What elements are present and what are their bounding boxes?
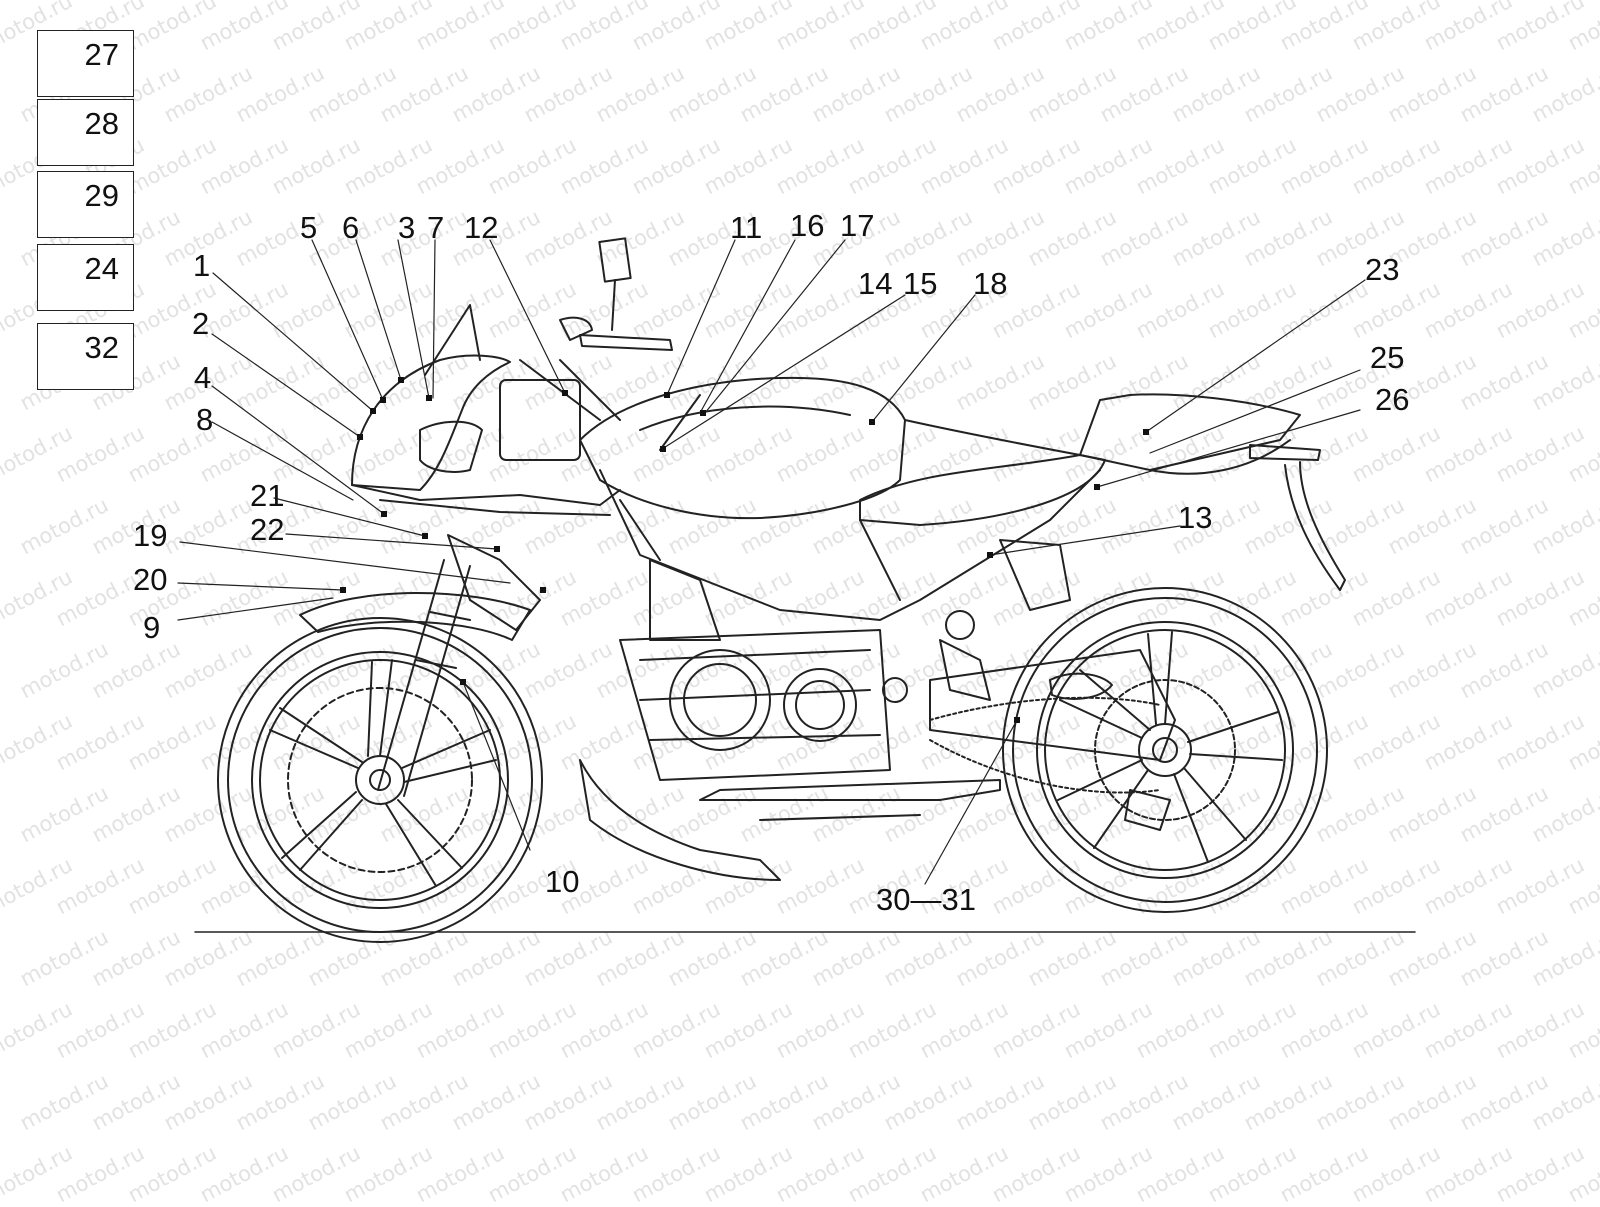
exhaust-belly-pan xyxy=(579,759,1001,881)
callout-12: 12 xyxy=(464,210,499,245)
rear-footpeg xyxy=(939,539,1071,701)
callout-13: 13 xyxy=(1178,500,1213,535)
callout-3: 3 xyxy=(398,210,416,245)
callout-18: 18 xyxy=(973,266,1008,301)
callout-30-31: 30—31 xyxy=(876,882,976,917)
callout-6: 6 xyxy=(342,210,360,245)
legend-box-32: 32 xyxy=(37,323,134,390)
callout-21: 21 xyxy=(250,478,285,513)
callout-markers xyxy=(340,377,1149,723)
leader-lines xyxy=(177,239,1366,885)
legend-box-24: 24 xyxy=(37,244,134,311)
tail-section xyxy=(1079,393,1346,591)
seat xyxy=(859,419,1106,526)
legend-box-label: 27 xyxy=(84,37,119,72)
front-wheel xyxy=(217,617,543,943)
callout-7: 7 xyxy=(427,210,445,245)
callout-23: 23 xyxy=(1365,252,1400,287)
swingarm xyxy=(929,649,1176,831)
callout-25: 25 xyxy=(1370,340,1405,375)
callout-14: 14 xyxy=(858,266,893,301)
fuel-tank xyxy=(579,376,906,520)
frame xyxy=(599,469,1101,641)
callout-1: 1 xyxy=(193,248,211,283)
legend-box-label: 32 xyxy=(84,330,119,365)
callout-10: 10 xyxy=(545,864,580,899)
handlebar-assembly xyxy=(499,237,673,461)
front-fork xyxy=(299,534,541,797)
callout-15: 15 xyxy=(903,266,938,301)
callout-4: 4 xyxy=(194,360,212,395)
legend-box-label: 29 xyxy=(84,178,119,213)
legend-box-29: 29 xyxy=(37,171,134,238)
front-fairing xyxy=(351,304,621,516)
callout-20: 20 xyxy=(133,562,168,597)
callout-22: 22 xyxy=(250,512,285,547)
rear-wheel xyxy=(1002,587,1328,913)
callout-11: 11 xyxy=(730,210,763,245)
legend-box-label: 28 xyxy=(84,106,119,141)
legend-box-label: 24 xyxy=(84,251,119,286)
callout-5: 5 xyxy=(300,210,318,245)
legend-box-27: 27 xyxy=(37,30,134,97)
legend-box-28: 28 xyxy=(37,99,134,166)
callout-19: 19 xyxy=(133,518,168,553)
engine xyxy=(619,610,975,781)
callout-9: 9 xyxy=(143,610,161,645)
callout-26: 26 xyxy=(1375,382,1410,417)
callout-17: 17 xyxy=(840,208,875,243)
callout-16: 16 xyxy=(790,208,825,243)
callout-2: 2 xyxy=(192,306,210,341)
callout-8: 8 xyxy=(196,402,214,437)
